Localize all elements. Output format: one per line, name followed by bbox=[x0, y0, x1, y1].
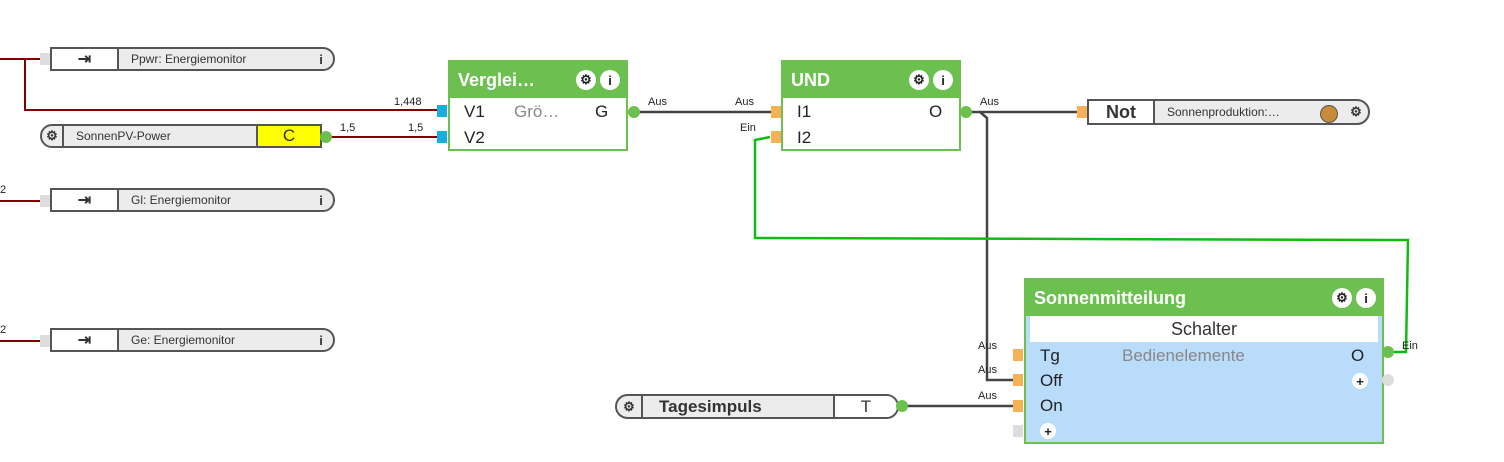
left-label: 2 bbox=[0, 184, 7, 196]
switch-type: Schalter bbox=[1030, 316, 1378, 342]
switch-block[interactable]: Sonnenmitteilung ⚙i Schalter Tg Off On B… bbox=[1024, 278, 1384, 444]
input-ge[interactable]: ⇥ Ge: Energiemonitor i bbox=[50, 328, 335, 352]
input-pin[interactable] bbox=[1013, 374, 1023, 386]
info-icon[interactable]: i bbox=[319, 332, 323, 348]
switch-subtitle: Bedienelemente bbox=[1122, 346, 1245, 365]
input-pin[interactable] bbox=[1013, 400, 1023, 412]
gear-icon[interactable]: ⚙ bbox=[42, 126, 64, 146]
input-label: Ge: Energiemonitor bbox=[131, 333, 236, 347]
gear-icon[interactable]: ⚙ bbox=[1332, 288, 1352, 308]
port-v2: V2 bbox=[464, 128, 485, 147]
input-gl[interactable]: ⇥ Gl: Energiemonitor i bbox=[50, 188, 335, 212]
gear-icon[interactable]: ⚙ bbox=[617, 396, 643, 417]
wire-switch-i2 bbox=[753, 135, 1410, 354]
left-label: 2 bbox=[0, 324, 7, 336]
wire-value: Aus bbox=[980, 96, 999, 108]
gear-icon[interactable]: ⚙ bbox=[1350, 104, 1362, 119]
lamp-icon bbox=[1320, 105, 1338, 123]
input-pin[interactable] bbox=[40, 195, 50, 207]
port-off: Off bbox=[1040, 371, 1063, 390]
block-title: UND bbox=[791, 69, 830, 90]
wire-ppwr-v1 bbox=[24, 59, 440, 111]
input-pin[interactable] bbox=[771, 106, 781, 118]
input-pin[interactable] bbox=[771, 131, 781, 143]
wire-value: 1,5 bbox=[340, 122, 356, 134]
tagesimpuls-block[interactable]: ⚙ Tagesimpuls T bbox=[615, 394, 899, 419]
wire-o-off bbox=[979, 111, 1015, 382]
add-input-button[interactable]: + bbox=[1040, 423, 1056, 439]
gear-icon[interactable]: ⚙ bbox=[909, 70, 929, 90]
wire-value: 1,448 bbox=[394, 96, 422, 108]
input-pin[interactable] bbox=[40, 335, 50, 347]
add-output-button[interactable]: + bbox=[1352, 373, 1368, 389]
port-o: O bbox=[929, 102, 943, 121]
info-icon[interactable]: i bbox=[600, 70, 620, 90]
input-ppwr[interactable]: ⇥ Ppwr: Energiemonitor i bbox=[50, 47, 335, 71]
input-icon: ⇥ bbox=[52, 190, 119, 210]
tagesimpuls-value[interactable]: T bbox=[833, 396, 897, 417]
output-pin[interactable] bbox=[1382, 346, 1394, 358]
port-tg: Tg bbox=[1040, 346, 1060, 365]
info-icon[interactable]: i bbox=[1356, 288, 1376, 308]
port-o: O bbox=[1351, 346, 1365, 365]
constant-block[interactable]: ⚙ SonnenPV-Power C bbox=[40, 124, 322, 148]
input-pin[interactable] bbox=[437, 105, 447, 117]
block-header: Verglei… ⚙i bbox=[450, 62, 626, 98]
compare-block[interactable]: Verglei… ⚙i V1 V2 Grö… G bbox=[448, 60, 628, 151]
input-icon: ⇥ bbox=[52, 330, 119, 350]
info-icon[interactable]: i bbox=[933, 70, 953, 90]
port-v1: V1 bbox=[464, 102, 485, 121]
info-icon[interactable]: i bbox=[319, 51, 323, 67]
not-label: Not bbox=[1089, 101, 1155, 123]
wire-value: 1,5 bbox=[408, 122, 424, 134]
input-pin[interactable] bbox=[1013, 349, 1023, 361]
block-header: Sonnenmitteilung ⚙i bbox=[1026, 280, 1382, 316]
info-icon[interactable]: i bbox=[319, 192, 323, 208]
wire-value: Aus bbox=[978, 364, 997, 376]
tagesimpuls-label: Tagesimpuls bbox=[659, 396, 762, 416]
wire-value: Ein bbox=[740, 122, 756, 134]
port-on: On bbox=[1040, 396, 1063, 415]
und-block[interactable]: UND ⚙i I1 I2 O bbox=[781, 60, 961, 151]
output-label: Sonnenproduktion:… bbox=[1167, 105, 1280, 119]
input-icon: ⇥ bbox=[52, 49, 119, 69]
wire-value: Ein bbox=[1402, 340, 1418, 352]
input-pin[interactable] bbox=[40, 53, 50, 65]
block-header: UND ⚙i bbox=[783, 62, 959, 98]
output-pin-empty[interactable] bbox=[1382, 374, 1394, 386]
output-pin[interactable] bbox=[320, 131, 332, 143]
input-label: Ppwr: Energiemonitor bbox=[131, 52, 247, 66]
input-pin[interactable] bbox=[437, 131, 447, 143]
port-i1: I1 bbox=[797, 102, 812, 121]
port-g: G bbox=[595, 102, 609, 121]
block-title: Sonnenmitteilung bbox=[1034, 287, 1186, 308]
input-pin[interactable] bbox=[1013, 425, 1023, 437]
port-i2: I2 bbox=[797, 128, 812, 147]
wire-value: Aus bbox=[978, 340, 997, 352]
constant-value[interactable]: C bbox=[256, 126, 320, 146]
wire-value: Aus bbox=[978, 390, 997, 402]
constant-label: SonnenPV-Power bbox=[64, 126, 256, 146]
input-label: Gl: Energiemonitor bbox=[131, 193, 232, 207]
compare-mode: Grö… bbox=[514, 102, 560, 121]
gear-icon[interactable]: ⚙ bbox=[576, 70, 596, 90]
output-pin[interactable] bbox=[896, 400, 908, 412]
input-pin[interactable] bbox=[1077, 106, 1087, 118]
output-pin[interactable] bbox=[628, 106, 640, 118]
wire-value: Aus bbox=[648, 96, 667, 108]
output-sonnenproduktion[interactable]: Not Sonnenproduktion:… ⚙ bbox=[1087, 99, 1370, 125]
wire-value: Aus bbox=[735, 96, 754, 108]
output-pin[interactable] bbox=[960, 106, 972, 118]
block-title: Verglei… bbox=[458, 69, 536, 90]
